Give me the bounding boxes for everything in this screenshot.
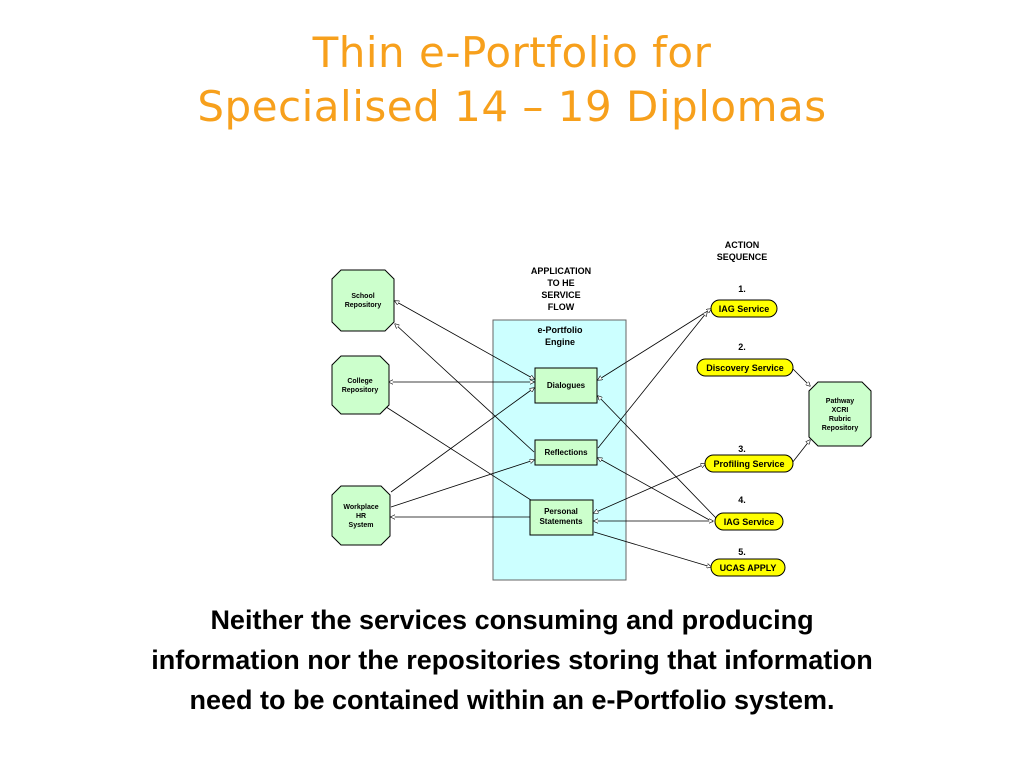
pathway-label: Pathway (826, 398, 855, 405)
college-repository: College Repository (331, 355, 390, 415)
personal-label: Statements (539, 517, 583, 526)
personal-label: Personal (544, 507, 578, 516)
service-label: IAG Service (724, 517, 775, 527)
arrow-workplace-reflections (390, 460, 534, 508)
caption-line-1: Neither the services consuming and produ… (210, 605, 814, 635)
arrow-college-personal (383, 405, 535, 503)
engine-label-2: Engine (545, 337, 575, 347)
step-number: 2. (738, 342, 746, 352)
service-5-ucas: 5. UCAS APPLY (710, 547, 786, 577)
service-label: Discovery Service (706, 363, 784, 373)
title-line-2: Specialised 14 – 19 Diplomas (197, 82, 827, 131)
arrow-reflections-iag1 (597, 312, 707, 449)
page-title: Thin e-Portfolio for Specialised 14 – 19… (0, 26, 1024, 134)
step-number: 3. (738, 444, 746, 454)
college-repository-label: College (347, 378, 372, 385)
flow-label-line: APPLICATION (531, 266, 591, 276)
service-label: IAG Service (719, 304, 770, 314)
pathway-label: Rubric (829, 416, 851, 423)
service-3-profiling: 3. Profiling Service (704, 444, 794, 473)
service-label: Profiling Service (713, 459, 784, 469)
action-label-line: ACTION (725, 240, 760, 250)
dialogues-box: Dialogues (534, 367, 598, 404)
flow-label-line: TO HE (547, 278, 574, 288)
college-repository-label: Repository (342, 387, 379, 394)
step-number: 1. (738, 284, 746, 294)
caption-line-2: information nor the repositories storing… (151, 645, 873, 675)
pathway-label: Repository (822, 425, 859, 432)
service-2-discovery: 2. Discovery Service (696, 342, 794, 377)
caption-line-3: need to be contained within an e-Portfol… (189, 685, 835, 715)
title-line-1: Thin e-Portfolio for (312, 28, 712, 77)
action-label-line: SEQUENCE (717, 252, 768, 262)
arrow-discovery-pathway (791, 367, 810, 386)
flow-label-line: SERVICE (541, 290, 580, 300)
arrow-profiling-pathway (791, 440, 810, 464)
workplace-label: Workplace (343, 504, 378, 511)
personal-statements-box: Personal Statements (529, 499, 594, 536)
service-label: UCAS APPLY (720, 563, 777, 573)
step-number: 4. (738, 495, 746, 505)
school-repository-label: Repository (345, 302, 382, 309)
pathway-xcri-repository: Pathway XCRI Rubric Repository (808, 381, 872, 447)
arrow-personal-profiling (594, 464, 705, 513)
school-repository-label: School (351, 293, 374, 300)
pathway-label: XCRI (832, 407, 849, 414)
dialogues-label: Dialogues (547, 381, 586, 390)
arrow-dialogues-iag1 (598, 309, 711, 380)
engine-label-1: e-Portfolio (538, 325, 583, 335)
workplace-label: HR (356, 513, 366, 520)
service-4-iag: 4. IAG Service (714, 495, 784, 531)
connectors (383, 301, 810, 567)
arrow-personal-ucas (593, 531, 711, 567)
arrow-school-reflections (395, 324, 535, 453)
workplace-label: System (349, 522, 374, 529)
reflections-label: Reflections (544, 448, 588, 457)
flow-label: APPLICATION TO HE SERVICE FLOW (531, 266, 591, 312)
flow-label-line: FLOW (548, 302, 575, 312)
arrow-school-dialogues (395, 301, 534, 379)
workplace-hr-system: Workplace HR System (331, 485, 391, 546)
reflections-box: Reflections (534, 439, 598, 466)
caption: Neither the services consuming and produ… (30, 600, 994, 720)
arrow-workplace-dialogues (390, 388, 534, 493)
step-number: 5. (738, 547, 746, 557)
service-1-iag: 1. IAG Service (710, 284, 778, 318)
school-repository: School Repository (331, 269, 395, 332)
action-sequence-label: ACTION SEQUENCE (717, 240, 768, 262)
